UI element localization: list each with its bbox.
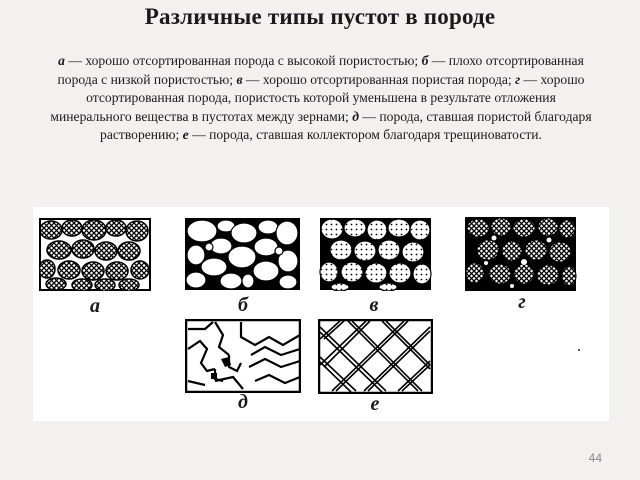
panel-a-label: а bbox=[90, 295, 100, 317]
figure-caption: а — хорошо отсортированная порода с высо… bbox=[48, 52, 594, 145]
panel-e-label: е bbox=[370, 393, 380, 415]
panel-v-label: в bbox=[369, 294, 379, 316]
panel-a bbox=[39, 218, 151, 291]
panel-v bbox=[319, 217, 432, 291]
panel-g bbox=[464, 216, 577, 292]
panel-b-label: б bbox=[238, 294, 248, 316]
panel-e bbox=[318, 319, 433, 394]
speck bbox=[578, 349, 580, 351]
panel-d-label: д bbox=[238, 391, 248, 413]
panel-d bbox=[185, 319, 301, 393]
caption-part-d: д — порода, ставшая пористой благодаря р… bbox=[100, 108, 592, 143]
caption-part-a: а — хорошо отсортированная порода с высо… bbox=[58, 53, 422, 68]
caption-part-v: в — хорошо отсортированная пористая поро… bbox=[236, 71, 516, 87]
panel-g-label: г bbox=[518, 291, 526, 313]
caption-part-g: г — хорошо отсортированная порода, порис… bbox=[50, 71, 585, 124]
panel-b bbox=[184, 217, 301, 291]
page-number: 44 bbox=[588, 451, 602, 465]
pore-types-figure: а bbox=[33, 207, 609, 421]
caption-part-b: б — плохо отсортированная порода с низко… bbox=[57, 53, 584, 87]
caption-part-e: е — порода, ставшая коллектором благодар… bbox=[182, 127, 542, 143]
slide-title: Различные типы пустот в породе bbox=[144, 4, 496, 29]
